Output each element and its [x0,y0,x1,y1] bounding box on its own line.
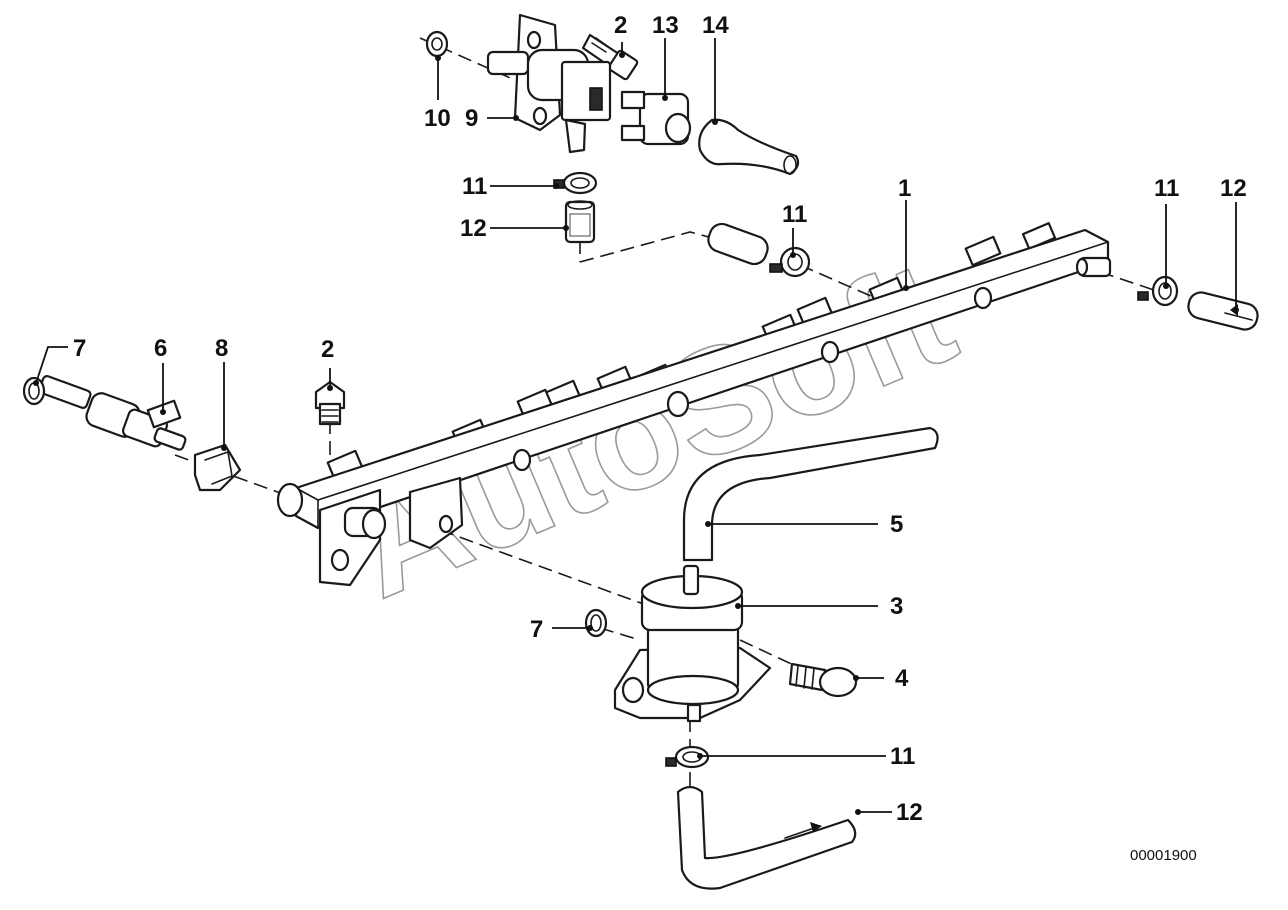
bolt-upper [581,33,639,81]
fuel-rail [276,222,1112,587]
callout-4: 4 [895,665,909,692]
drawing-number: 00001900 [1130,847,1197,864]
callout-12-lower: 12 [896,799,923,826]
fuel-hose-lower [676,785,857,890]
hose-clamp-middle [769,246,811,278]
fuel-hose-upper [564,200,596,244]
injector-clip [193,443,242,492]
callout-12-upper: 12 [460,215,487,242]
callout-7-regulator: 7 [530,616,543,643]
callout-10: 10 [424,105,451,132]
electrical-connector [620,90,692,146]
seal-ring [425,30,449,58]
callout-11-lower: 11 [890,743,915,770]
callout-5: 5 [890,511,903,538]
callout-14: 14 [702,12,729,39]
leader-lines [33,38,1239,815]
pressure-regulator [613,564,772,723]
callout-1: 1 [898,175,911,202]
hose-clamp-right [1137,275,1179,307]
callout-9: 9 [465,105,478,132]
regulator-bolt [788,662,858,698]
callout-12-right: 12 [1220,175,1247,202]
callout-11-middle: 11 [782,201,807,228]
callout-11-upper: 11 [462,173,487,200]
fuel-hose-right [1187,291,1259,331]
callout-6: 6 [154,335,167,362]
hose-clamp-upper [553,171,598,195]
cold-start-valve [486,13,612,154]
callout-2-lower: 2 [321,336,334,363]
o-ring-regulator [584,608,608,638]
o-ring-injector [22,376,46,406]
callout-13: 13 [652,12,679,39]
callout-3: 3 [890,593,903,620]
callout-8: 8 [215,335,228,362]
vacuum-hose [682,426,939,562]
callouts: 1 2 2 3 4 5 6 7 7 8 9 10 11 11 11 11 12 … [73,12,1247,826]
callout-11-right: 11 [1154,175,1179,202]
callout-7-injector: 7 [73,335,86,362]
rubber-boot [698,118,800,176]
bolt-lower [314,380,346,426]
callout-2-upper: 2 [614,12,627,39]
fuel-hose-middle [707,222,769,266]
fuel-injector [38,375,187,451]
